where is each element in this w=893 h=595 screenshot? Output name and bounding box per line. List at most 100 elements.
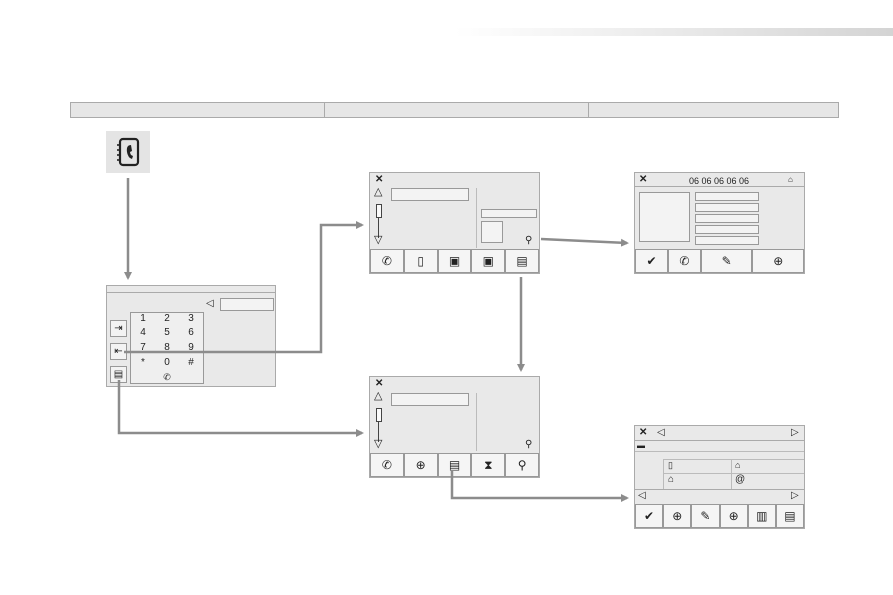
contacts-icon: ▤ bbox=[516, 254, 528, 268]
prev-page-icon[interactable]: ◁ bbox=[657, 427, 665, 438]
close-icon[interactable]: ✕ bbox=[375, 174, 384, 185]
work-icon[interactable]: ⌂ bbox=[735, 460, 741, 470]
contact-list-toolbar: ✆ ▯ ▣ ▣ ▤ bbox=[370, 249, 539, 273]
sim-contacts-button[interactable]: ⇥ bbox=[110, 320, 127, 337]
add-contact-icon: ⊕ bbox=[773, 254, 784, 268]
contact-detail-field bbox=[481, 209, 537, 218]
key-8[interactable]: 8 bbox=[164, 342, 170, 353]
key-hash[interactable]: # bbox=[188, 357, 194, 368]
fields-top-divider bbox=[663, 459, 804, 460]
check-icon: ✔ bbox=[646, 254, 657, 268]
fields-middle-row-divider bbox=[663, 473, 804, 474]
phone-book-icon: ▯ bbox=[417, 254, 424, 268]
new-contact-icon: ⊕ bbox=[415, 458, 426, 472]
close-icon[interactable]: ✕ bbox=[639, 174, 648, 185]
confirm-button[interactable]: ✔ bbox=[635, 249, 668, 273]
add-field-button[interactable]: ⊕ bbox=[719, 504, 748, 528]
key-7[interactable]: 7 bbox=[140, 342, 146, 353]
call-button[interactable]: ✆ bbox=[667, 249, 701, 273]
phone-handset-icon: ✆ bbox=[679, 254, 690, 268]
dialed-number-field[interactable] bbox=[220, 298, 274, 311]
open-contact-button[interactable]: ▤ bbox=[437, 453, 472, 477]
contact-list-entry[interactable] bbox=[391, 188, 469, 201]
phone-handset-icon: ✆ bbox=[381, 458, 392, 472]
contact-photo-placeholder bbox=[481, 221, 503, 243]
email-icon[interactable]: @ bbox=[735, 474, 746, 485]
key-4[interactable]: 4 bbox=[140, 327, 146, 338]
arrow-management-to-edit bbox=[450, 470, 629, 502]
key-3[interactable]: 3 bbox=[188, 313, 194, 324]
key-5[interactable]: 5 bbox=[164, 327, 170, 338]
trash-icon: ▥ bbox=[756, 509, 768, 523]
pencil-icon: ✎ bbox=[700, 509, 711, 523]
contact-phone-number: 06 06 06 06 06 bbox=[689, 176, 750, 186]
contact-list-entry[interactable] bbox=[391, 393, 469, 406]
contacts-book-button[interactable]: ▤ bbox=[110, 366, 127, 383]
scroll-up-icon[interactable]: △ bbox=[374, 390, 383, 402]
scroll-thumb[interactable] bbox=[376, 204, 382, 218]
phone-handset-icon: ✆ bbox=[381, 254, 392, 268]
phonebook-button[interactable] bbox=[106, 131, 150, 173]
home-icon[interactable]: ⌂ bbox=[668, 474, 675, 485]
all-contacts-button[interactable]: ▯ bbox=[403, 249, 438, 273]
prev-field-icon[interactable]: ◁ bbox=[638, 490, 646, 501]
card-title-divider bbox=[635, 186, 804, 187]
call-button[interactable]: ✆ bbox=[370, 453, 404, 477]
new-contact-button[interactable]: ⊕ bbox=[403, 453, 438, 477]
card-field-4 bbox=[695, 225, 759, 234]
close-icon[interactable]: ✕ bbox=[639, 427, 648, 438]
sim-filter-button[interactable]: ▣ bbox=[437, 249, 472, 273]
fields-bottom-divider bbox=[635, 489, 804, 490]
contact-history-button[interactable]: ⧗ bbox=[471, 453, 506, 477]
edit-contact-button[interactable]: ✎ bbox=[700, 249, 753, 273]
contacts-button[interactable]: ▤ bbox=[505, 249, 539, 273]
next-page-icon[interactable]: ▷ bbox=[791, 427, 799, 438]
open-contact-icon: ▤ bbox=[448, 458, 461, 472]
contacts-management-screen: ✕ △ ▽ ⚲ ✆ ⊕ ▤ ⧗ ⚲ bbox=[369, 376, 540, 478]
key-6[interactable]: 6 bbox=[188, 327, 194, 338]
edit-field-button[interactable]: ✎ bbox=[691, 504, 720, 528]
decorative-gradient-bar bbox=[455, 28, 893, 36]
dialpad-title-divider bbox=[107, 292, 275, 293]
backspace-icon[interactable]: ◁ bbox=[206, 298, 214, 309]
call-button[interactable]: ✆ bbox=[370, 249, 404, 273]
mobile-phone-icon[interactable]: ▯ bbox=[668, 460, 673, 470]
key-9[interactable]: 9 bbox=[188, 342, 194, 353]
vehicle-icon: ⌂ bbox=[788, 175, 793, 184]
arrow-dialpad-to-contact-list bbox=[124, 221, 364, 354]
close-icon[interactable]: ✕ bbox=[375, 378, 384, 389]
key-0[interactable]: 0 bbox=[164, 357, 170, 368]
scroll-up-icon[interactable]: △ bbox=[374, 186, 383, 198]
key-1[interactable]: 1 bbox=[140, 313, 146, 324]
key-2[interactable]: 2 bbox=[164, 313, 170, 324]
add-contact-button[interactable]: ⊕ bbox=[752, 249, 804, 273]
search-abc-icon: ⚲ bbox=[517, 458, 527, 472]
card-field-1 bbox=[695, 192, 759, 201]
phone-memory-icon: ▣ bbox=[482, 254, 494, 268]
text-edit-icon: ▤ bbox=[784, 509, 796, 523]
hourglass-icon: ⧗ bbox=[484, 458, 493, 472]
list-divider bbox=[476, 393, 477, 451]
list-divider bbox=[476, 188, 477, 248]
delete-field-button[interactable]: ▥ bbox=[747, 504, 776, 528]
contact-edit-toolbar: ✔ ⊕ ✎ ⊕ ▥ ▤ bbox=[635, 504, 805, 528]
scroll-down-icon[interactable]: ▽ bbox=[374, 438, 383, 450]
scroll-down-icon[interactable]: ▽ bbox=[374, 234, 383, 246]
phonebook-icon bbox=[117, 137, 140, 167]
alphabetical-search-button[interactable]: ⚲ bbox=[505, 453, 539, 477]
scroll-thumb[interactable] bbox=[376, 408, 382, 422]
dialpad-screen: ◁ 1 2 3 4 5 6 7 8 9 * 0 # ✆ ⇥ ⇤ ▤ bbox=[106, 285, 276, 387]
search-contact-icon[interactable]: ⚲ bbox=[525, 439, 533, 450]
search-contact-icon[interactable]: ⚲ bbox=[525, 235, 533, 246]
confirm-button[interactable]: ✔ bbox=[635, 504, 664, 528]
rename-button[interactable]: ▤ bbox=[775, 504, 805, 528]
header-cell-2 bbox=[324, 103, 589, 117]
edit-title-divider bbox=[635, 440, 804, 441]
next-field-icon[interactable]: ▷ bbox=[791, 490, 799, 501]
phone-filter-button[interactable]: ▣ bbox=[471, 249, 506, 273]
arrow-contact-list-to-card bbox=[540, 237, 629, 247]
add-field-icon: ⊕ bbox=[728, 509, 739, 523]
add-number-button[interactable]: ⊕ bbox=[663, 504, 692, 528]
keypad-call-icon[interactable]: ✆ bbox=[163, 372, 171, 382]
key-star[interactable]: * bbox=[141, 357, 145, 368]
